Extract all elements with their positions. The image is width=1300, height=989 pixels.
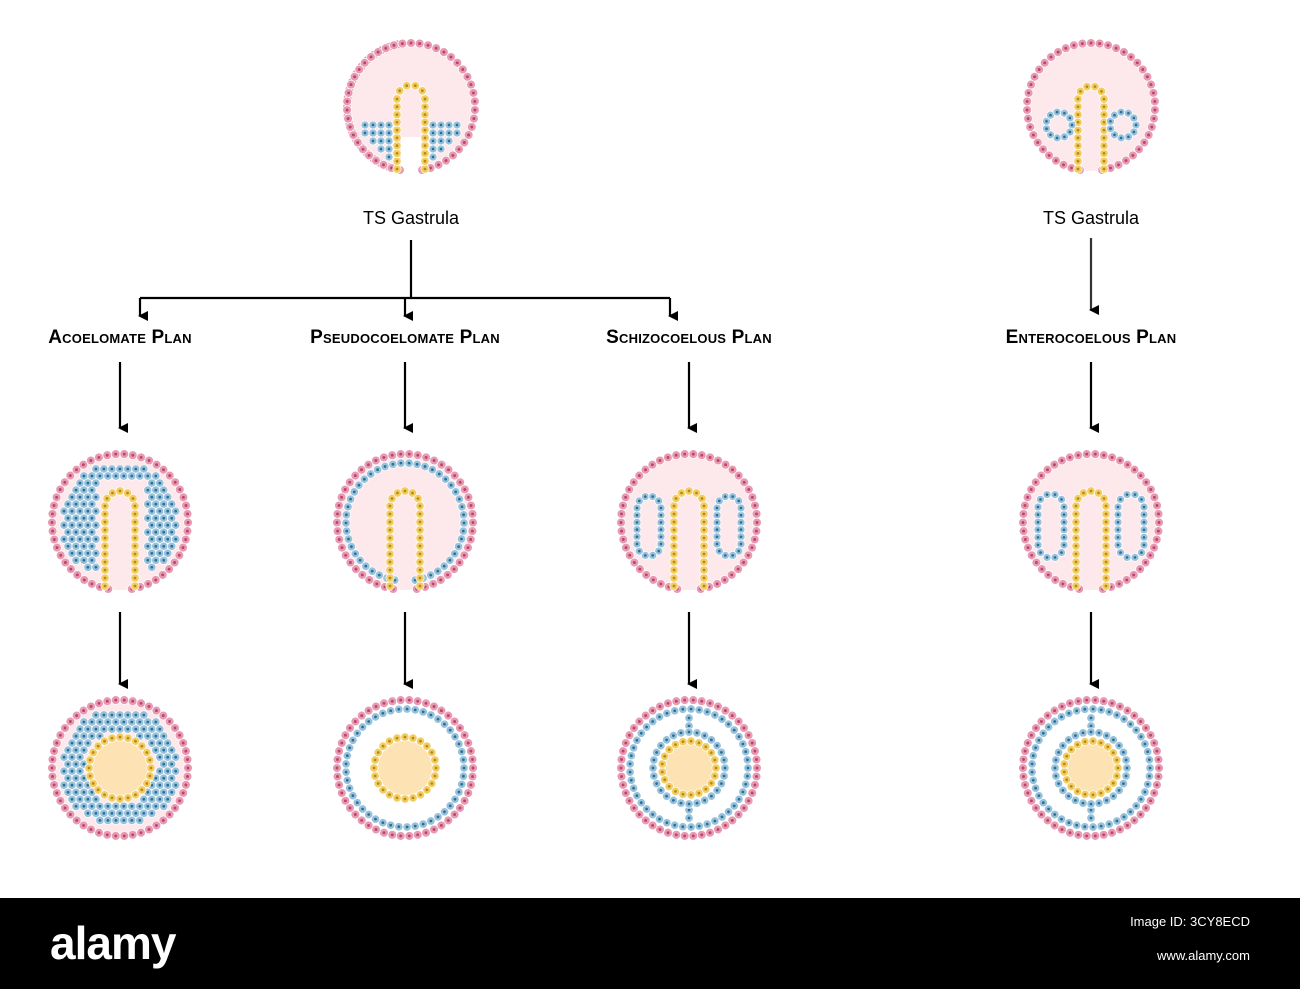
pseudocoelomate-stage2: [333, 696, 478, 841]
acoelomate-plan-label: Acoelomate Plan: [48, 327, 191, 349]
branch-connector: [140, 240, 670, 298]
acoelomate-stage1: [48, 450, 193, 594]
pseudocoelomate-plan-label: Pseudocoelomate Plan: [310, 327, 500, 349]
pseudocoelomate-stage1: [333, 450, 478, 594]
acoelomate-stage2: [48, 696, 193, 841]
schizocoelous-plan-label: Schizocoelous Plan: [606, 327, 772, 349]
enterocoelous-stage2: [1019, 696, 1164, 841]
gastrula-caption-left: TS Gastrula: [363, 208, 459, 229]
image-id-text: Image ID: 3CY8ECD: [1130, 914, 1250, 929]
gastrula-right: [1023, 39, 1160, 175]
schizocoelous-stage2: [617, 696, 762, 841]
gastrula-caption-right: TS Gastrula: [1043, 208, 1139, 229]
coelom-formation-diagram: [0, 0, 1300, 898]
enterocoelous-plan-label: Enterocoelous Plan: [1006, 327, 1177, 349]
diagram-canvas: TS Gastrula TS Gastrula Acoelomate Plan …: [0, 0, 1300, 898]
stock-footer-bar: alamy Image ID: 3CY8ECD www.alamy.com: [0, 898, 1300, 989]
site-url-text: www.alamy.com: [1157, 948, 1250, 963]
gastrula-left: [343, 39, 480, 177]
enterocoelous-stage1: [1019, 450, 1164, 594]
schizocoelous-stage1: [617, 450, 762, 594]
alamy-logo: alamy: [50, 916, 175, 970]
